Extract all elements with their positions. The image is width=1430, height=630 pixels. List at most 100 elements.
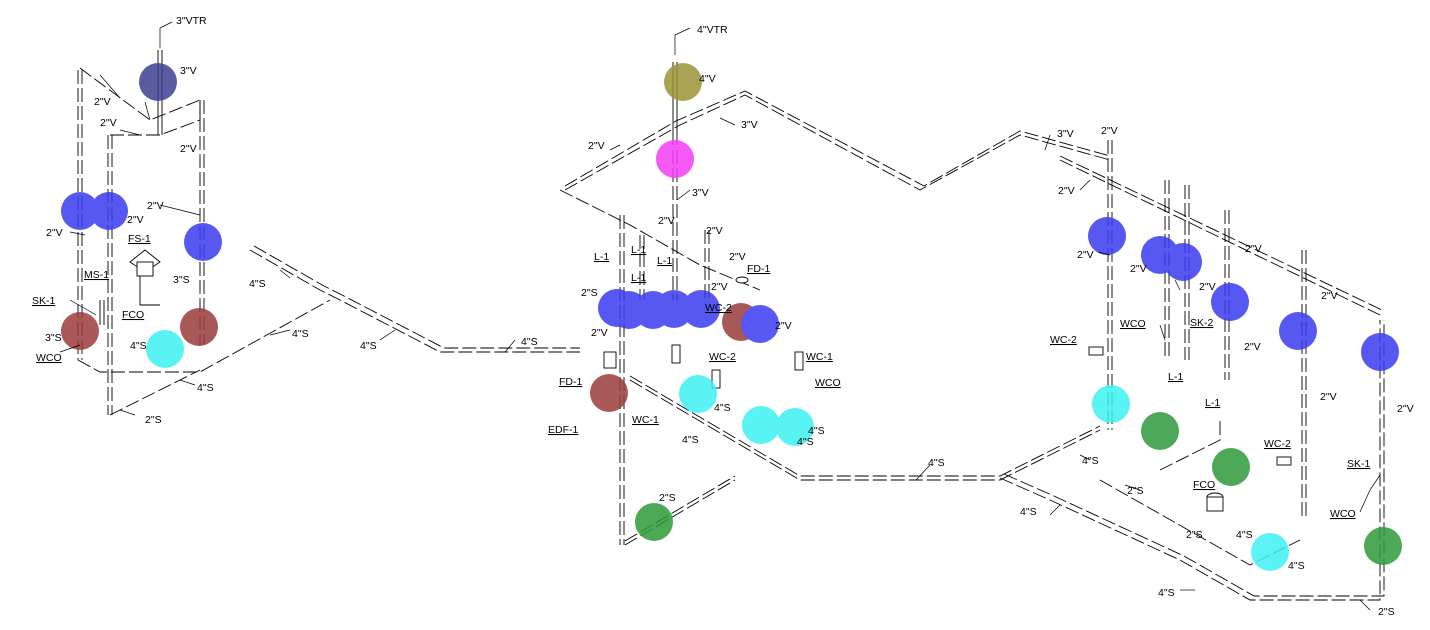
label-fco-right: FCO: [1193, 479, 1215, 491]
label-2v-center-a: 2"V: [588, 140, 605, 152]
label-2v-left-b: 2"V: [100, 117, 117, 129]
label-2v-center-b: 2"V: [658, 215, 675, 227]
pipe-labels: 3"VTR 3"V 2"V 2"V 2"V 2"V 2"V 2"V FS-1 M…: [32, 15, 1414, 618]
label-l1-center-a: L-1: [631, 244, 646, 256]
label-wc2-center-b: WC-2: [709, 351, 736, 363]
label-2v-right-a: 2"V: [1101, 125, 1118, 137]
label-2v-right-e: 2"V: [1130, 263, 1147, 275]
marker-green-r1: [1141, 412, 1179, 450]
label-4s-mid-d: 4"S: [521, 336, 538, 348]
fixtures: [129, 249, 1292, 512]
label-4s-right-d: 4"S: [1236, 529, 1253, 541]
marker-blue-r3: [1164, 243, 1202, 281]
label-4vtr: 4"VTR: [697, 24, 728, 36]
label-3vtr: 3"VTR: [176, 15, 207, 27]
label-sk1-left: SK-1: [32, 295, 56, 307]
label-3v-center-a: 3"V: [741, 119, 758, 131]
label-l1-center-b: L-1: [594, 251, 609, 263]
label-wc1-center-a: WC-1: [806, 351, 833, 363]
marker-brown-fco: [180, 308, 218, 346]
label-4s-mid-a: 4"S: [249, 278, 266, 290]
label-4s-mid-b: 4"S: [292, 328, 309, 340]
marker-cyan-c3: [776, 408, 814, 446]
pipe-network-left: [77, 50, 580, 416]
label-2v-left-f: 2"V: [46, 227, 63, 239]
label-4s-right-c: 4"S: [1020, 506, 1037, 518]
marker-blue-r1: [1088, 217, 1126, 255]
label-wco-right: WCO: [1120, 318, 1146, 330]
marker-blue-2v-c: [184, 223, 222, 261]
marker-cyan-c1: [679, 375, 717, 413]
marker-blue-2v-b: [90, 192, 128, 230]
label-sk2: SK-2: [1190, 317, 1214, 329]
label-wco-center: WCO: [815, 377, 841, 389]
wc-stub-1: [671, 344, 681, 364]
marker-green-r3: [1364, 527, 1402, 565]
label-4s-right-a: 4"S: [928, 457, 945, 469]
label-2s-center-a: 2"S: [581, 287, 598, 299]
marker-blue-2v-a: [61, 192, 99, 230]
wc-stub-right-2: [1276, 456, 1292, 466]
label-2v-right-i: 2"V: [1320, 391, 1337, 403]
label-wc2-right-a: WC-2: [1050, 334, 1077, 346]
label-2s-right-b: 2"S: [1186, 529, 1203, 541]
marker-magenta: [656, 140, 694, 178]
pipe-network-main: [559, 62, 1385, 601]
marker-brown-fd1: [590, 374, 628, 412]
marker-blue-r5: [1279, 312, 1317, 350]
label-2s-left: 2"S: [145, 414, 162, 426]
label-3v-center-b: 3"V: [692, 187, 709, 199]
label-4s-left-b: 4"S: [197, 382, 214, 394]
marker-cyan-r1: [1092, 385, 1130, 423]
label-4s-right-f: 4"S: [1158, 587, 1175, 599]
label-4s-right-e: 4"S: [1288, 560, 1305, 572]
label-edf1: EDF-1: [548, 424, 578, 436]
label-2v-right-h: 2"V: [1244, 341, 1261, 353]
label-3s-top: 3"S: [173, 274, 190, 286]
label-fco-left: FCO: [122, 309, 144, 321]
label-l1-center-d: L-1: [631, 272, 646, 284]
label-4s-center-d: 4"S: [797, 436, 814, 448]
label-3s-left: 3"S: [45, 332, 62, 344]
label-2s-center-b: 2"S: [659, 492, 676, 504]
marker-cyan-4s-left: [146, 330, 184, 368]
label-wc2-center-a: WC-2: [705, 302, 732, 314]
marker-cyan-c2: [742, 406, 780, 444]
label-4s-center-c: 4"S: [682, 434, 699, 446]
marker-brown-3s: [61, 312, 99, 350]
label-2v-center-g: 2"V: [591, 327, 608, 339]
label-2v-center-f: 2"V: [775, 320, 792, 332]
label-2v-right-b: 2"V: [1058, 185, 1075, 197]
label-2v-center-c: 2"V: [706, 225, 723, 237]
label-4v: 4"V: [699, 73, 716, 85]
marker-olive-4v: [664, 63, 702, 101]
marker-navy-3v: [139, 63, 177, 101]
label-wc1-center-b: WC-1: [632, 414, 659, 426]
label-2v-left-e: 2"V: [127, 214, 144, 226]
wc-stub-right: [1088, 346, 1104, 356]
label-4s-mid-c: 4"S: [360, 340, 377, 352]
label-2v-left-c: 2"V: [180, 143, 197, 155]
label-fd1-left: FD-1: [559, 376, 582, 388]
label-2s-right-a: 2"S: [1127, 485, 1144, 497]
label-l1-right-a: L-1: [1168, 371, 1183, 383]
label-ms1: MS-1: [84, 269, 109, 281]
label-2v-right-f: 2"V: [1199, 281, 1216, 293]
marker-blue-c5: [682, 290, 720, 328]
marker-blue-c4: [655, 290, 693, 328]
label-2v-right-d: 2"V: [1077, 249, 1094, 261]
leader-lines: [59, 21, 1381, 611]
label-2v-center-e: 2"V: [711, 281, 728, 293]
label-wco-right-b: WCO: [1330, 508, 1356, 520]
marker-blue-c6: [741, 305, 779, 343]
marker-blue-r6: [1361, 333, 1399, 371]
label-2v-right-c: 2"V: [1245, 243, 1262, 255]
label-2v-center-d: 2"V: [729, 251, 746, 263]
label-4s-center-b: 4"S: [808, 425, 825, 437]
label-2s-right-c: 2"S: [1378, 606, 1395, 618]
label-fd1-top: FD-1: [747, 263, 770, 275]
marker-cyan-r2: [1251, 533, 1289, 571]
highlight-markers: [61, 63, 1402, 571]
